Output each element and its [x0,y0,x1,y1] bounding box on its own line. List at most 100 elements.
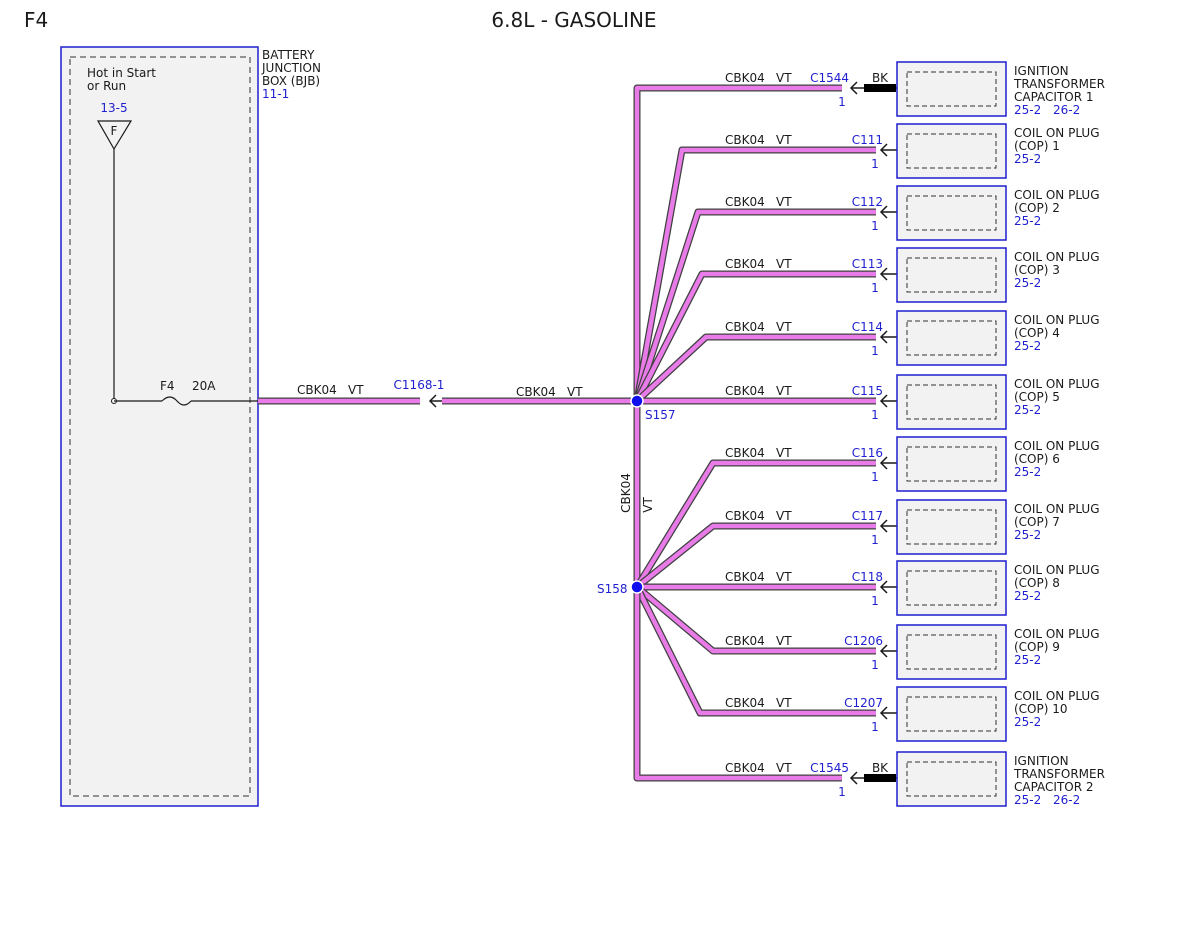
component-name-line: COIL ON PLUG [1014,126,1100,140]
component-name-line: COIL ON PLUG [1014,188,1100,202]
diagram-title: 6.8L - GASOLINE [491,8,656,32]
component-name-line: CAPACITOR 1 [1014,90,1094,104]
component-name-line: (COP) 5 [1014,390,1060,404]
bk-wire [864,774,896,782]
branch-pin-label: 1 [871,408,879,422]
branch-color-label: VT [776,71,792,85]
component-name-line: COIL ON PLUG [1014,563,1100,577]
branch-circuit-label: CBK04 [725,257,765,271]
hot-label: Hot in Start [87,66,156,80]
component-box [896,61,1007,117]
component-ref: 25-2 [1014,403,1041,417]
branch-wire [635,460,876,589]
component-name-line: (COP) 4 [1014,326,1060,340]
trunk-color-label: VT [641,497,655,513]
bk-wire-label: BK [872,71,889,85]
component-ref: 25-2 [1014,276,1041,290]
component-name-line: COIL ON PLUG [1014,313,1100,327]
component-box [896,123,1007,179]
branch-circuit-label: CBK04 [725,71,765,85]
branch-pin-label: 1 [871,658,879,672]
feed-color-label: VT [348,383,364,397]
component-box [896,751,1007,807]
component-name-line: (COP) 3 [1014,263,1060,277]
splice-s157-label: S157 [645,408,676,422]
page-id: F4 [24,8,48,32]
hot-label: or Run [87,79,126,93]
branch-circuit-label: CBK04 [725,509,765,523]
component-name-line: COIL ON PLUG [1014,377,1100,391]
component-ref: 25-2 [1014,152,1041,166]
inline-connector-label: C1168-1 [394,378,445,392]
component-ref: 25-2 [1014,465,1041,479]
component-ref: 25-2 [1014,103,1041,117]
bk-wire [864,84,896,92]
bk-wire-label: BK [872,761,889,775]
branch-color-label: VT [776,570,792,584]
branch-color-label: VT [776,257,792,271]
component-ref: 25-2 [1014,339,1041,353]
branch-circuit-label: CBK04 [725,384,765,398]
component-box [896,624,1007,680]
component-box [896,310,1007,366]
feed2-circuit-label: CBK04 [516,385,556,399]
component-ref: 26-2 [1053,103,1080,117]
branch-pin-label: 1 [871,281,879,295]
branch-color-label: VT [776,634,792,648]
component-inner-outline [906,71,997,107]
component-name-line: CAPACITOR 2 [1014,780,1094,794]
component-name-line: COIL ON PLUG [1014,627,1100,641]
component-name-line: (COP) 8 [1014,576,1060,590]
bjb-ref: 11-1 [262,87,289,101]
component-box [896,499,1007,555]
branch-connector-label: C114 [852,320,883,334]
branch-color-label: VT [776,384,792,398]
branch-circuit-label: CBK04 [725,634,765,648]
branch-circuit-label: CBK04 [725,696,765,710]
component-inner-outline [906,761,997,797]
component-name-line: (COP) 7 [1014,515,1060,529]
component-box [896,374,1007,430]
branch-pin-label: 1 [871,533,879,547]
component-name-line: (COP) 10 [1014,702,1068,716]
component-inner-outline [906,696,997,732]
component-inner-outline [906,570,997,606]
branch-wire [634,147,876,402]
branch-wire [634,587,842,781]
fuse-name: F4 [160,379,175,393]
branch-connector-label: C117 [852,509,883,523]
component-name-line: (COP) 2 [1014,201,1060,215]
branch-color-label: VT [776,195,792,209]
component-ref: 26-2 [1053,793,1080,807]
component-inner-outline [906,257,997,293]
branch-circuit-label: CBK04 [725,446,765,460]
component-box [896,247,1007,303]
component-name-line: (COP) 9 [1014,640,1060,654]
component-box [896,436,1007,492]
component-name-line: TRANSFORMER [1013,767,1105,781]
branch-color-label: VT [776,509,792,523]
branch-color-label: VT [776,133,792,147]
main-feed-wire: CBK04 VT C1168-1 CBK04 VT [258,378,637,408]
fuse-symbol [161,396,192,406]
feed-circuit-label: CBK04 [297,383,337,397]
branch-pin-label: 1 [838,785,846,799]
branch-pin-label: 1 [871,157,879,171]
branch-connector-label: C1545 [810,761,849,775]
component-inner-outline [906,320,997,356]
branch-wire [634,85,842,401]
branch-circuit-label: CBK04 [725,761,765,775]
branch-connector-label: C1207 [844,696,883,710]
